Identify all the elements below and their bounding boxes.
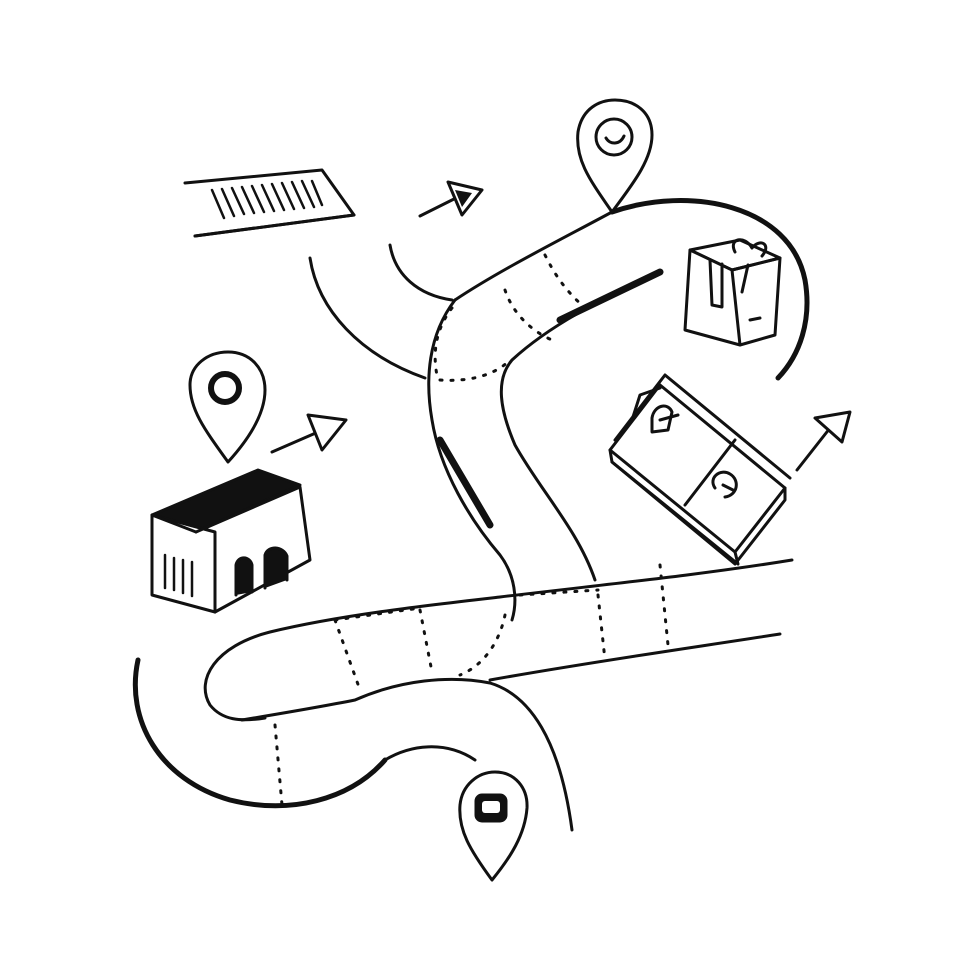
winding-road-route xyxy=(132,198,810,832)
warehouse-icon xyxy=(150,468,312,614)
road-curve-inner xyxy=(388,243,454,302)
road-curve-left xyxy=(308,256,427,380)
gift-box-icon xyxy=(683,238,782,347)
arrow-icon xyxy=(270,413,348,454)
lane-markings xyxy=(273,253,670,807)
road-accent-stroke-top xyxy=(556,268,664,324)
location-pin-icon xyxy=(188,350,267,464)
road-edge-top xyxy=(453,210,614,302)
arrow-icon xyxy=(418,180,484,218)
arrow-icon xyxy=(795,410,852,472)
horizontal-road-bottom xyxy=(488,632,782,682)
road-edge-left xyxy=(427,298,517,622)
horizontal-road-top xyxy=(203,558,794,722)
road-arc-right xyxy=(609,198,810,381)
road-loop-inner xyxy=(240,677,574,832)
location-pin-icon xyxy=(576,98,654,214)
road-loop-outer xyxy=(132,657,388,809)
location-pin-icon xyxy=(458,770,529,882)
road-accent-stroke xyxy=(436,436,494,529)
barcode-icon xyxy=(183,168,356,238)
road-lower-curve xyxy=(383,745,477,762)
cash-stack-icon xyxy=(608,373,792,566)
